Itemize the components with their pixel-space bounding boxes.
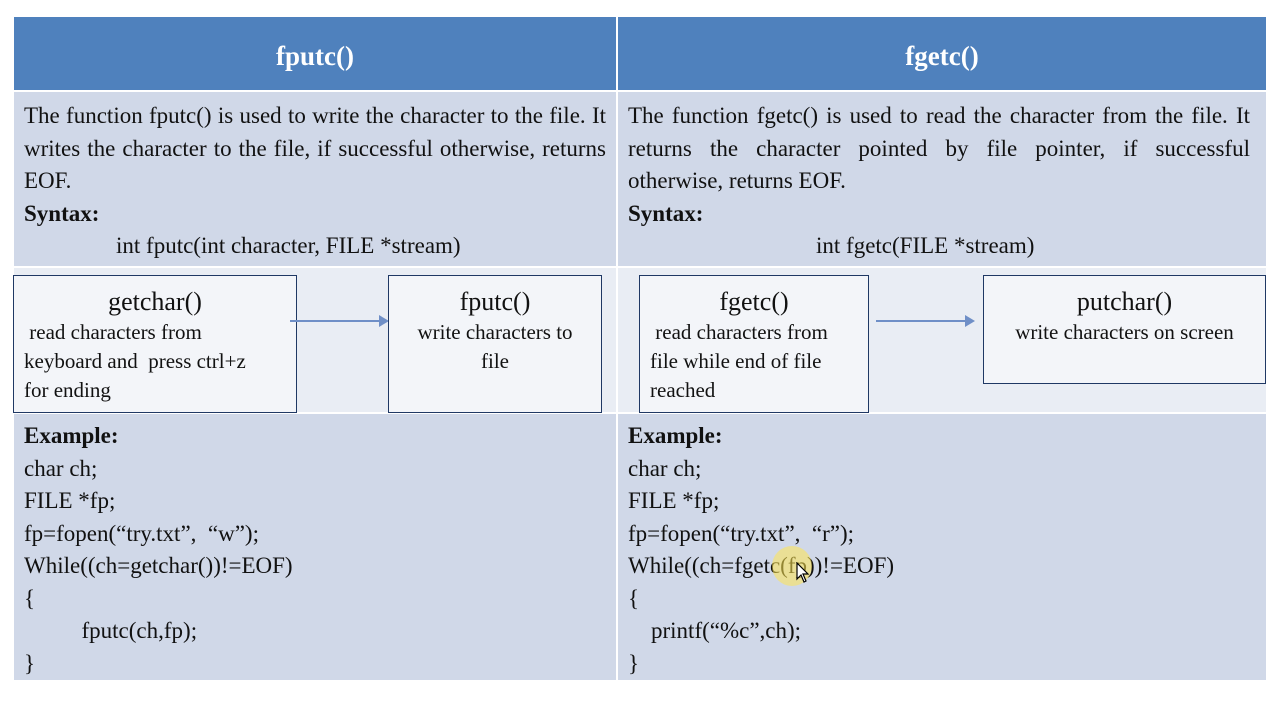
fgetc-desc-line-1: read characters from	[650, 320, 828, 344]
putchar-box-title: putchar()	[1076, 287, 1173, 316]
left-code-line-2: FILE *fp;	[24, 488, 116, 513]
left-syntax-label: Syntax:	[24, 200, 100, 226]
right-code-line-2: FILE *fp;	[628, 488, 720, 513]
right-flow-arrow	[876, 320, 966, 322]
right-example-cell: Example: char ch; FILE *fp; fp=fopen(“tr…	[618, 414, 1266, 680]
fgetc-box-title: fgetc()	[719, 287, 789, 316]
left-code-line-3: fp=fopen(“try.txt”, “w”);	[24, 520, 259, 546]
right-header: fgetc()	[618, 16, 1266, 90]
left-example-label: Example:	[24, 423, 119, 448]
left-syntax: int fputc(int character, FILE *stream)	[116, 233, 461, 258]
mouse-pointer-icon	[796, 562, 810, 583]
getchar-desc-line-2: keyboard and press ctrl+z	[24, 349, 246, 373]
right-code-line-4: While((ch=fgetc(fp))!=EOF)	[628, 553, 895, 578]
right-syntax-label: Syntax:	[628, 200, 704, 226]
left-arrowhead-icon	[379, 315, 389, 327]
left-header: fputc()	[14, 16, 616, 90]
right-description: The function fgetc() is used to read the…	[628, 103, 1250, 193]
right-code-line-3: fp=fopen(“try.txt”, “r”);	[628, 520, 855, 546]
fputc-box-title: fputc()	[459, 287, 531, 316]
fgetc-box: fgetc() read characters from file while …	[639, 275, 869, 413]
right-syntax: int fgetc(FILE *stream)	[816, 233, 1035, 258]
getchar-box-title: getchar()	[108, 287, 202, 316]
left-code-line-5: {	[24, 585, 36, 611]
right-arrowhead-icon	[965, 315, 975, 327]
left-code-line-7: }	[24, 650, 36, 676]
fputc-desc-line-2: file	[481, 349, 509, 373]
fputc-desc-line-1: write characters to	[417, 320, 573, 344]
left-code-line-6: fputc(ch,fp);	[24, 618, 198, 643]
right-code-line-5: {	[628, 585, 640, 611]
getchar-desc-line-1: read characters from	[24, 320, 202, 344]
getchar-desc-line-3: for ending	[24, 378, 111, 402]
right-example-label: Example:	[628, 423, 723, 448]
left-flow-arrow	[290, 320, 380, 322]
fputc-box: fputc() write characters to file	[388, 275, 602, 413]
left-description: The function fputc() is used to write th…	[24, 103, 606, 193]
right-code-line-6: printf(“%c”,ch);	[628, 618, 802, 643]
left-code-line-1: char ch;	[24, 455, 98, 481]
getchar-box: getchar() read characters from keyboard …	[13, 275, 297, 413]
left-description-cell: The function fputc() is used to write th…	[14, 92, 616, 266]
right-code-line-1: char ch;	[628, 455, 702, 481]
left-code-line-4: While((ch=getchar())!=EOF)	[24, 553, 293, 578]
fgetc-desc-line-3: reached	[650, 378, 716, 402]
fgetc-desc-line-2: file while end of file	[650, 349, 822, 373]
right-description-cell: The function fgetc() is used to read the…	[618, 92, 1266, 266]
right-code-line-7: }	[628, 650, 640, 676]
putchar-desc-line-1: write characters on screen	[1015, 320, 1234, 344]
left-example-cell: Example: char ch; FILE *fp; fp=fopen(“tr…	[14, 414, 616, 680]
putchar-box: putchar() write characters on screen	[983, 275, 1266, 384]
